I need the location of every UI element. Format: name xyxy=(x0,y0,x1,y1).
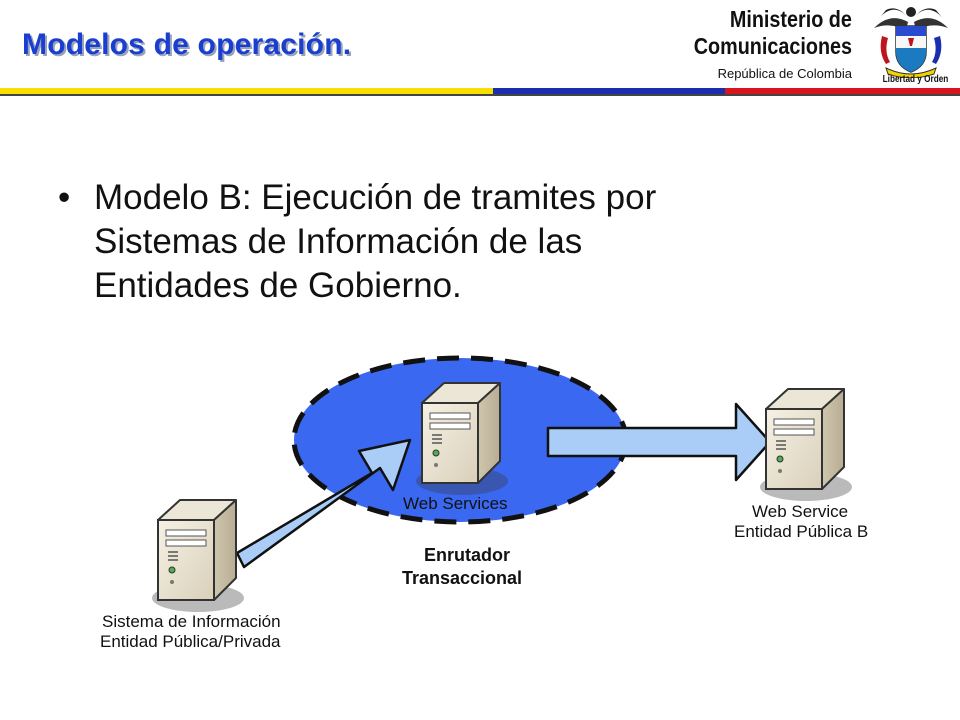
target-label-line1: Web Service xyxy=(752,502,849,521)
ministry-name-line2: Comunicaciones xyxy=(693,33,852,59)
server-icon xyxy=(415,382,509,496)
slide-title: Modelos de operación. xyxy=(22,28,352,61)
source-label-line2: Entidad Pública/Privada xyxy=(100,632,281,651)
arrow-source-to-router xyxy=(235,438,412,569)
target-label-line2: Entidad Pública B xyxy=(734,522,869,541)
bullet-text: Modelo B: Ejecución de tramites por Sist… xyxy=(94,178,657,305)
ministry-logo: Ministerio de Comunicaciones República d… xyxy=(0,0,960,92)
stripe-underline xyxy=(0,94,960,96)
source-label-line1: Sistema de Información xyxy=(102,612,281,631)
crest-motto: Libertad y Orden xyxy=(882,74,949,85)
router-server-label: Web Services xyxy=(403,494,508,513)
stripe-blue xyxy=(493,88,725,94)
stripe-red xyxy=(725,88,960,94)
ministry-country: República de Colombia xyxy=(717,66,852,81)
server-icon xyxy=(151,499,245,613)
arrow-router-to-target xyxy=(546,402,772,482)
router-caption-line2: Transaccional xyxy=(402,568,523,588)
bullet-dot: • xyxy=(58,178,71,217)
stripe-yellow xyxy=(0,88,493,94)
ministry-name-line1: Ministerio de xyxy=(730,6,852,32)
coat-of-arms-icon xyxy=(874,7,948,78)
router-caption-line1: Enrutador xyxy=(424,545,511,565)
server-icon xyxy=(759,388,853,502)
